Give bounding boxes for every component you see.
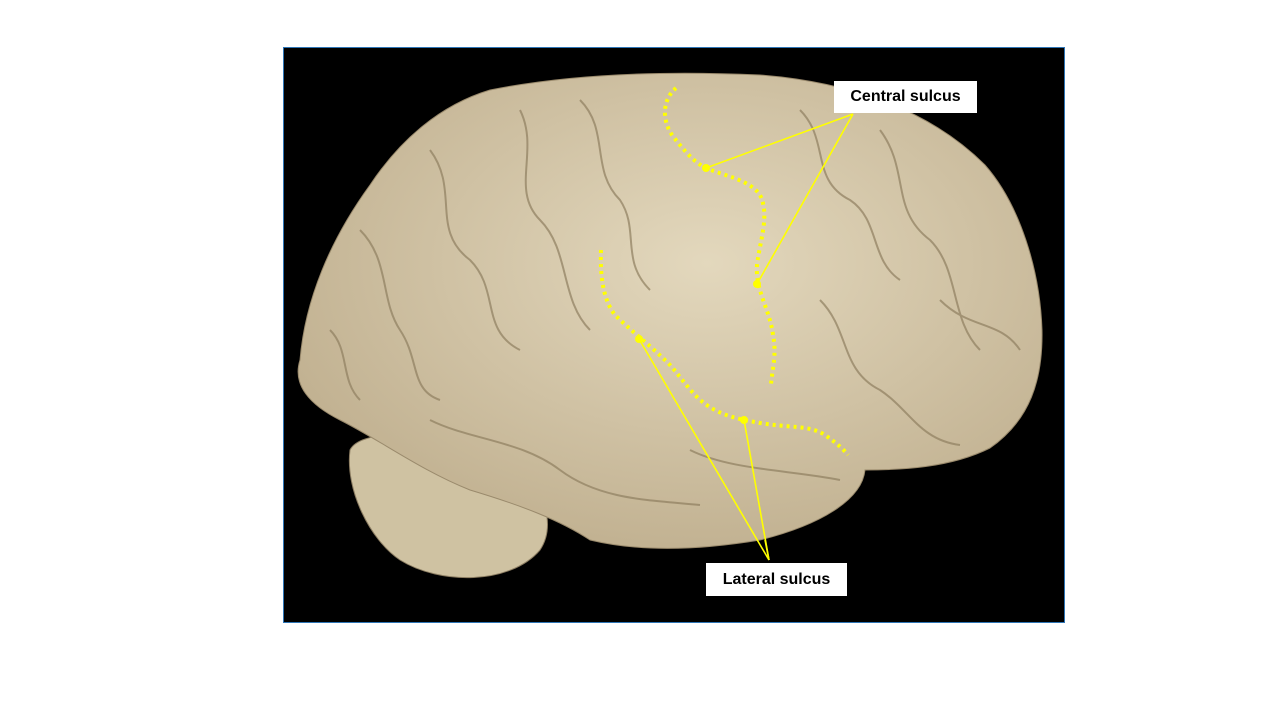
central-sulcus-label: Central sulcus: [834, 81, 977, 113]
lateral-sulcus-label: Lateral sulcus: [706, 563, 847, 596]
